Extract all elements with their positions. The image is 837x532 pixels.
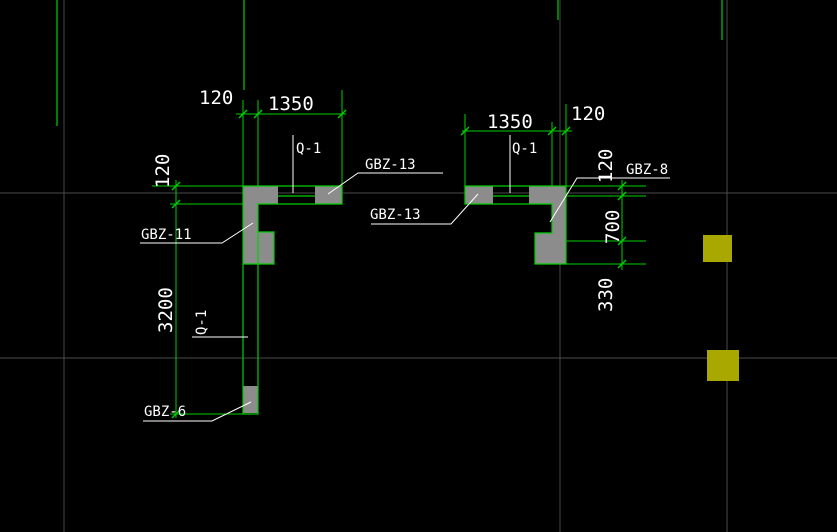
dim-text-right-vertical-span-b: 330: [595, 278, 617, 312]
label-q1-vertical[interactable]: Q-1: [194, 310, 210, 335]
wall-left-foot-outline: [243, 231, 275, 265]
dim-text-right-vertical-span-a: 700: [602, 210, 624, 244]
column-gbz13-left: [315, 186, 342, 204]
dimension-texts: 120 1350 1350 120 120 3200 120 700 330: [152, 87, 624, 333]
tick: [238, 109, 248, 119]
dim-text-top-left-offset: 120: [199, 87, 233, 109]
leader-gbz13-left: [327, 172, 443, 195]
column-gbz6: [243, 386, 258, 413]
label-gbz13-right[interactable]: GBZ-13: [370, 207, 421, 223]
marker-square-1[interactable]: [703, 235, 732, 262]
label-gbz6[interactable]: GBZ-6: [144, 404, 186, 420]
leader-lines: [140, 135, 670, 422]
leader-gbz8: [549, 177, 670, 223]
label-gbz11[interactable]: GBZ-11: [141, 227, 192, 243]
dimension-ticks: [171, 109, 627, 419]
tick: [561, 126, 571, 136]
tick: [617, 236, 627, 246]
dim-text-top-right-span: 1350: [487, 111, 533, 133]
label-q1-left[interactable]: Q-1: [296, 141, 321, 157]
marker-square-2[interactable]: [707, 350, 739, 381]
leader-gbz6: [143, 401, 252, 422]
tick: [617, 191, 627, 201]
tick: [171, 181, 181, 191]
tick: [617, 181, 627, 191]
dim-text-right-vertical-offset: 120: [595, 149, 617, 183]
dim-text-left-vertical-offset: 120: [152, 154, 174, 188]
column-gbz13-right: [465, 186, 493, 204]
wall-right-outline: [464, 185, 567, 265]
markers: [703, 235, 739, 381]
leader-gbz13-right: [371, 193, 479, 225]
tick: [171, 409, 181, 419]
dim-text-top-right-offset: 120: [571, 103, 605, 125]
label-gbz8[interactable]: GBZ-8: [626, 162, 668, 178]
tick: [253, 109, 263, 119]
tick: [617, 259, 627, 269]
label-gbz13-left[interactable]: GBZ-13: [365, 157, 416, 173]
wall-left-outline: [242, 185, 343, 415]
label-q1-right[interactable]: Q-1: [512, 141, 537, 157]
tick: [171, 199, 181, 209]
tick: [460, 126, 470, 136]
column-gbz8-foot: [535, 233, 566, 264]
dim-text-top-left-span: 1350: [268, 93, 314, 115]
construction-lines: [56, 0, 723, 126]
tick: [547, 126, 557, 136]
component-labels: Q-1 Q-1 GBZ-13 GBZ-13 GBZ-11 GBZ-8 GBZ-6…: [141, 141, 668, 420]
tick: [337, 109, 347, 119]
dimension-lines: [152, 90, 646, 418]
leader-gbz11: [140, 222, 254, 244]
dim-text-left-vertical-span: 3200: [155, 287, 177, 333]
wall-outlines: [242, 185, 567, 415]
